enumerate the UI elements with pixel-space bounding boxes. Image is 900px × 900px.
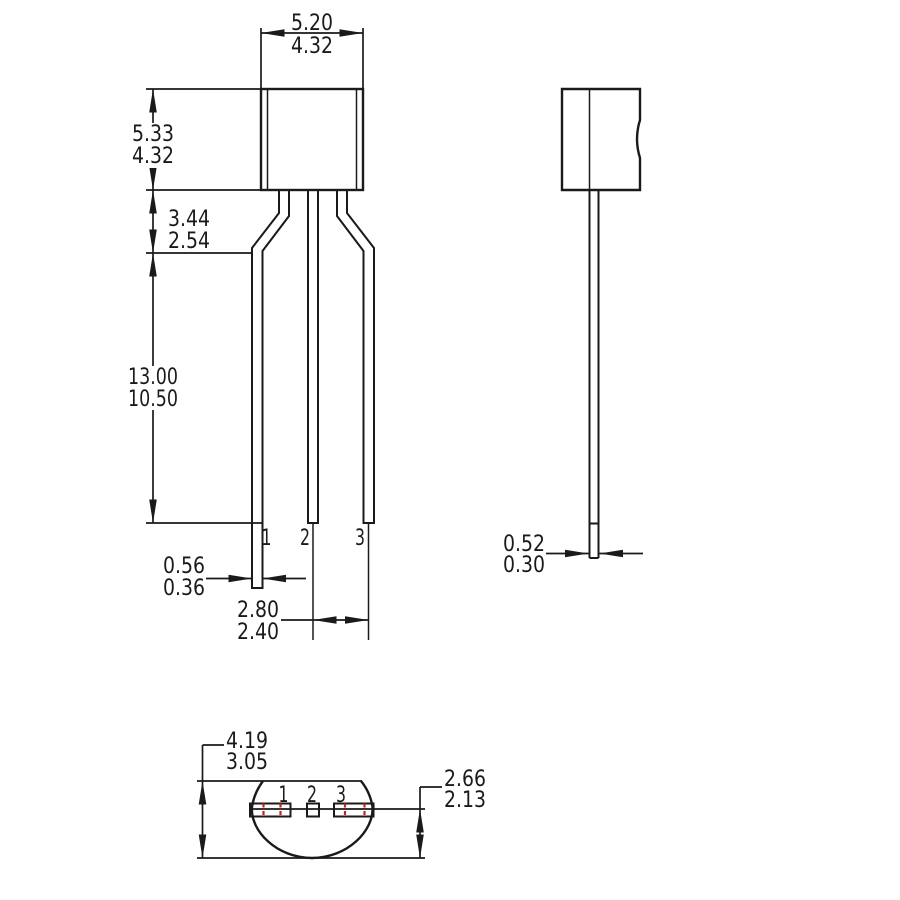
front-view: 1 2 3 5.20 4.32 5.33 4.32 3.44 2.54 13.0…: [126, 11, 375, 645]
dim-body-height-min: 4.32: [132, 144, 174, 169]
side-lead-outline: [588, 190, 600, 559]
dim-lead-pitch-max: 2.80: [237, 598, 279, 623]
side-body-outline: [560, 87, 642, 192]
dim-lead-thickness-max: 0.52: [503, 532, 545, 557]
label-mask: [129, 123, 178, 168]
front-body-outline: [259, 87, 365, 192]
dim-lead-thickness-min: 0.30: [503, 553, 545, 578]
bottom-pin3-label: 3: [336, 783, 346, 808]
dim-flat-offset-min: 2.13: [444, 788, 486, 813]
dim-flat-offset-max: 2.66: [444, 767, 486, 792]
bottom-view: 1 2 3 4.19 3.05 2.66 2.13: [197, 729, 486, 860]
bottom-pin1-label: 1: [279, 783, 289, 808]
dim-body-width-max: 5.20: [291, 11, 333, 36]
front-pin3-label: 3: [355, 526, 365, 551]
dim-lead-length-max: 13.00: [128, 365, 178, 390]
dim-body-width-min: 4.32: [291, 34, 333, 59]
dim-body-depth-min: 3.05: [226, 750, 268, 775]
bottom-pin2-label: 2: [307, 783, 317, 808]
dim-body-depth-max: 4.19: [226, 729, 268, 754]
dim-shoulder-max: 3.44: [168, 207, 210, 232]
label-mask: [126, 366, 181, 410]
dim-lead-width-max: 0.56: [163, 554, 205, 579]
front-lead2-outline: [307, 190, 319, 524]
front-lead1-outline: [251, 190, 290, 589]
bottom-lead1-section: [249, 802, 292, 818]
dim-lead-pitch-min: 2.40: [237, 620, 279, 645]
dim-lead-width-min: 0.36: [163, 576, 205, 601]
bottom-lead2-section: [306, 802, 320, 818]
front-pin1-label: 1: [262, 526, 272, 551]
bottom-lead3-section: [333, 802, 375, 818]
side-view: 0.52 0.30: [503, 87, 643, 578]
front-pin2-label: 2: [300, 526, 310, 551]
front-lead3-outline: [336, 190, 375, 524]
dim-shoulder-min: 2.54: [168, 229, 210, 254]
dim-body-height-max: 5.33: [132, 122, 174, 147]
dim-lead-length-min: 10.50: [128, 387, 178, 412]
